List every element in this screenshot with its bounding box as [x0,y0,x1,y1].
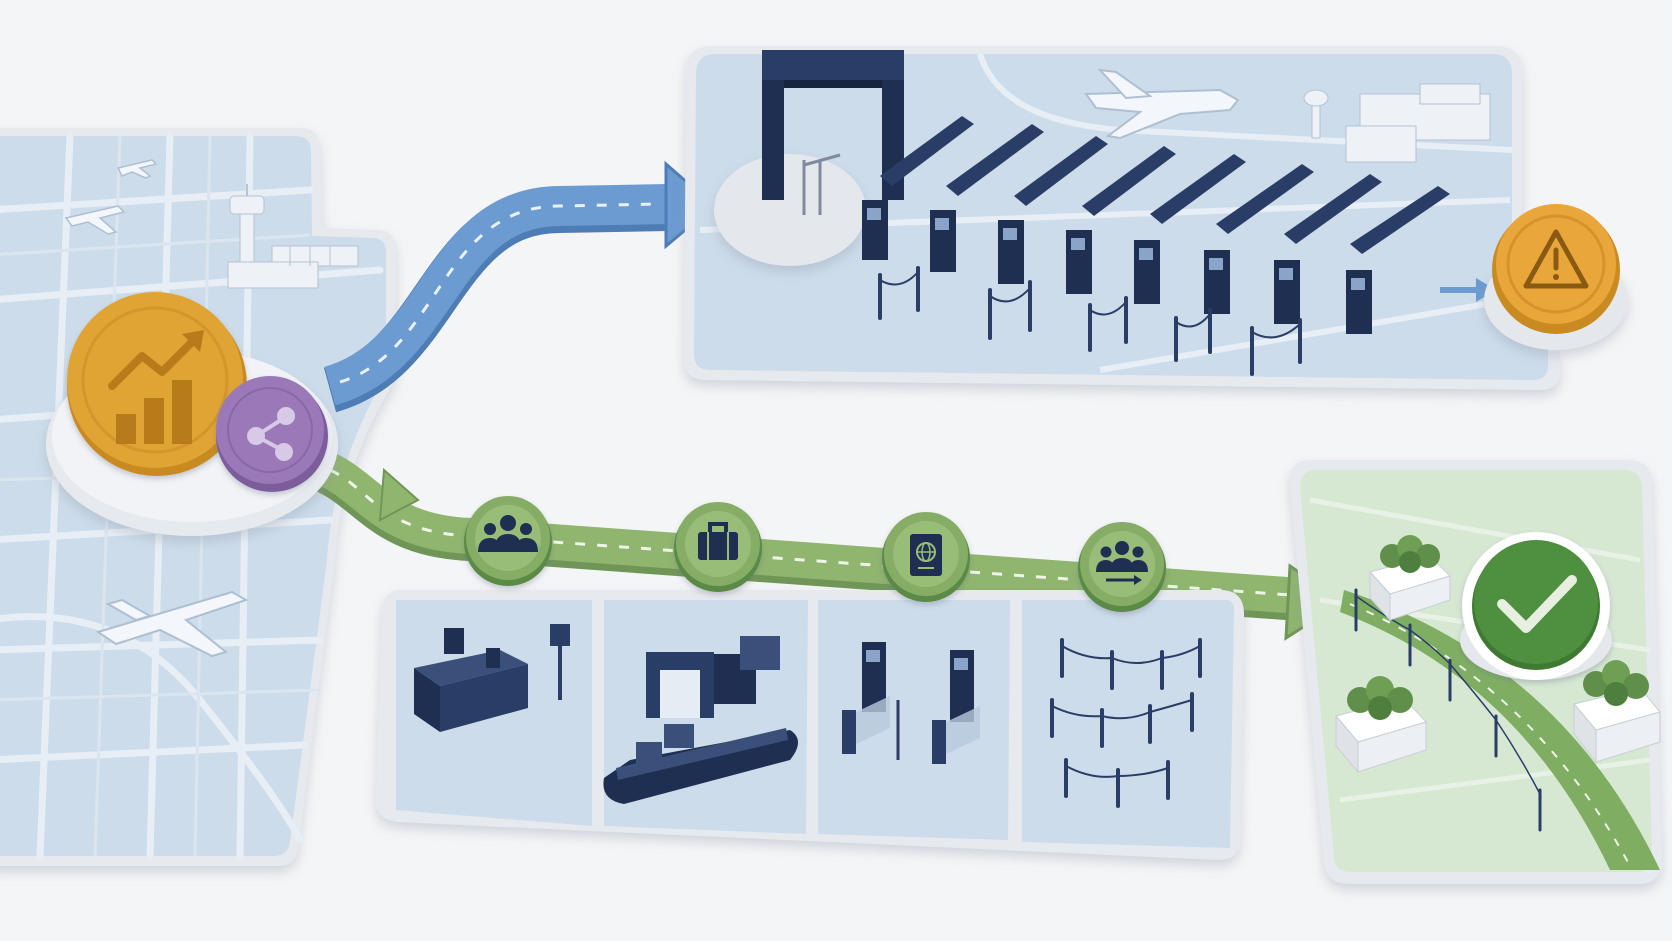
passport-gates-icon [842,642,980,764]
checkmark-icon [1497,575,1577,633]
control-tower-icon [229,184,265,268]
group-move-icon [1096,541,1148,585]
kiosk-lane-icon [1346,186,1450,334]
group-icon [478,515,538,552]
terminal-building-icon [227,245,359,289]
planter-box-icon [1335,676,1427,774]
kiosk-lane-icon [998,136,1108,284]
warning-outcome [1440,204,1628,350]
passport-icon [910,534,942,576]
kiosk-lane-icon [862,116,974,260]
warning-icon [1523,229,1589,289]
planter-box-icon [1369,535,1451,622]
success-stanchions [1354,588,1542,832]
kiosk-lanes [862,116,1450,334]
queue-stanchions-icon [1050,638,1202,808]
stanchion-icon [878,266,1302,376]
planter-box-icon [1573,660,1661,764]
start-node [46,292,338,536]
kiosk-lane-icon [1274,174,1382,324]
success-badge [1460,532,1612,680]
kiosk-lane-icon [930,124,1044,272]
scene-tile-check-in-desk [396,600,592,826]
growth-chart-icon [108,330,204,444]
airplane-icon [116,159,158,179]
kiosk-lane-icon [1134,154,1246,304]
scene-tile-passport-gates [818,600,1010,840]
baggage-scanner-icon [603,636,798,804]
kiosk-lane-icon [1066,146,1176,294]
scene-tile-baggage-scanner [603,600,808,834]
airplane-icon [95,590,249,658]
network-share-icon [247,407,295,461]
airplane-icon [64,205,126,235]
network-coin [216,376,328,492]
terminal-building-icon [1345,83,1491,163]
kiosk-lane-icon [1204,164,1314,314]
check-in-desk-icon [414,624,570,732]
entry-platform [714,154,866,266]
scene-tile-queue-stanchions [1022,600,1234,848]
airplane-icon [1084,68,1240,140]
luggage-icon [698,522,738,560]
control-tower-icon [1303,89,1329,139]
